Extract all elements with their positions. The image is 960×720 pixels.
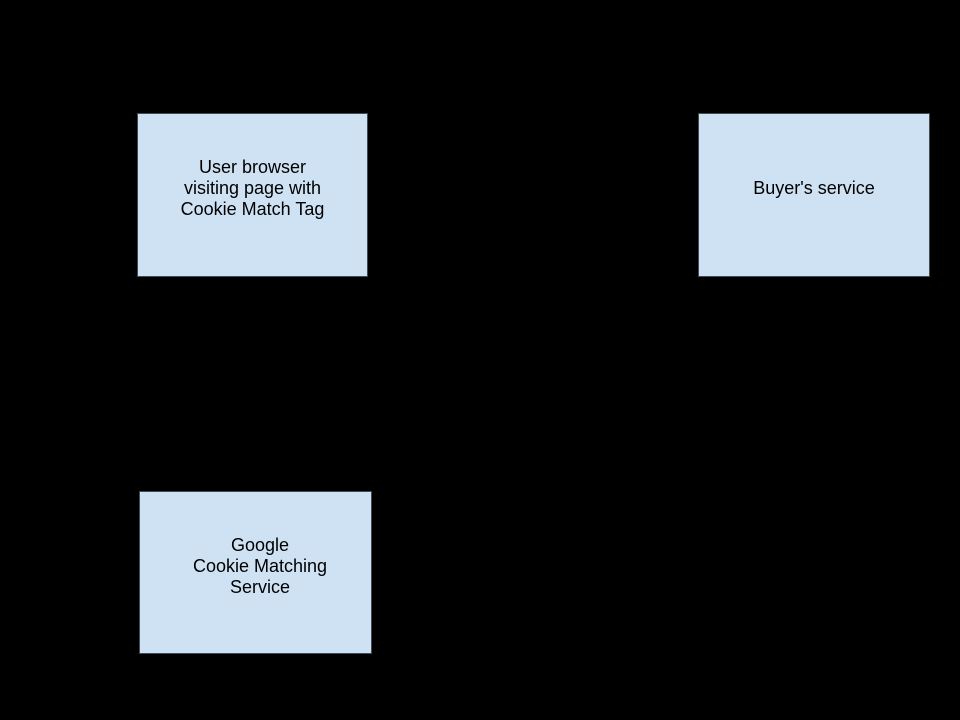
node-google-cookie-matching-service: Google Cookie Matching Service — [139, 491, 372, 654]
node-google-cookie-matching-service-label: Google Cookie Matching Service — [192, 534, 328, 597]
node-user-browser-label: User browser visiting page with Cookie M… — [180, 157, 325, 219]
node-user-browser: User browser visiting page with Cookie M… — [137, 113, 368, 277]
node-buyers-service-label: Buyer's service — [753, 178, 875, 198]
node-buyers-service: Buyer's service — [698, 113, 930, 277]
